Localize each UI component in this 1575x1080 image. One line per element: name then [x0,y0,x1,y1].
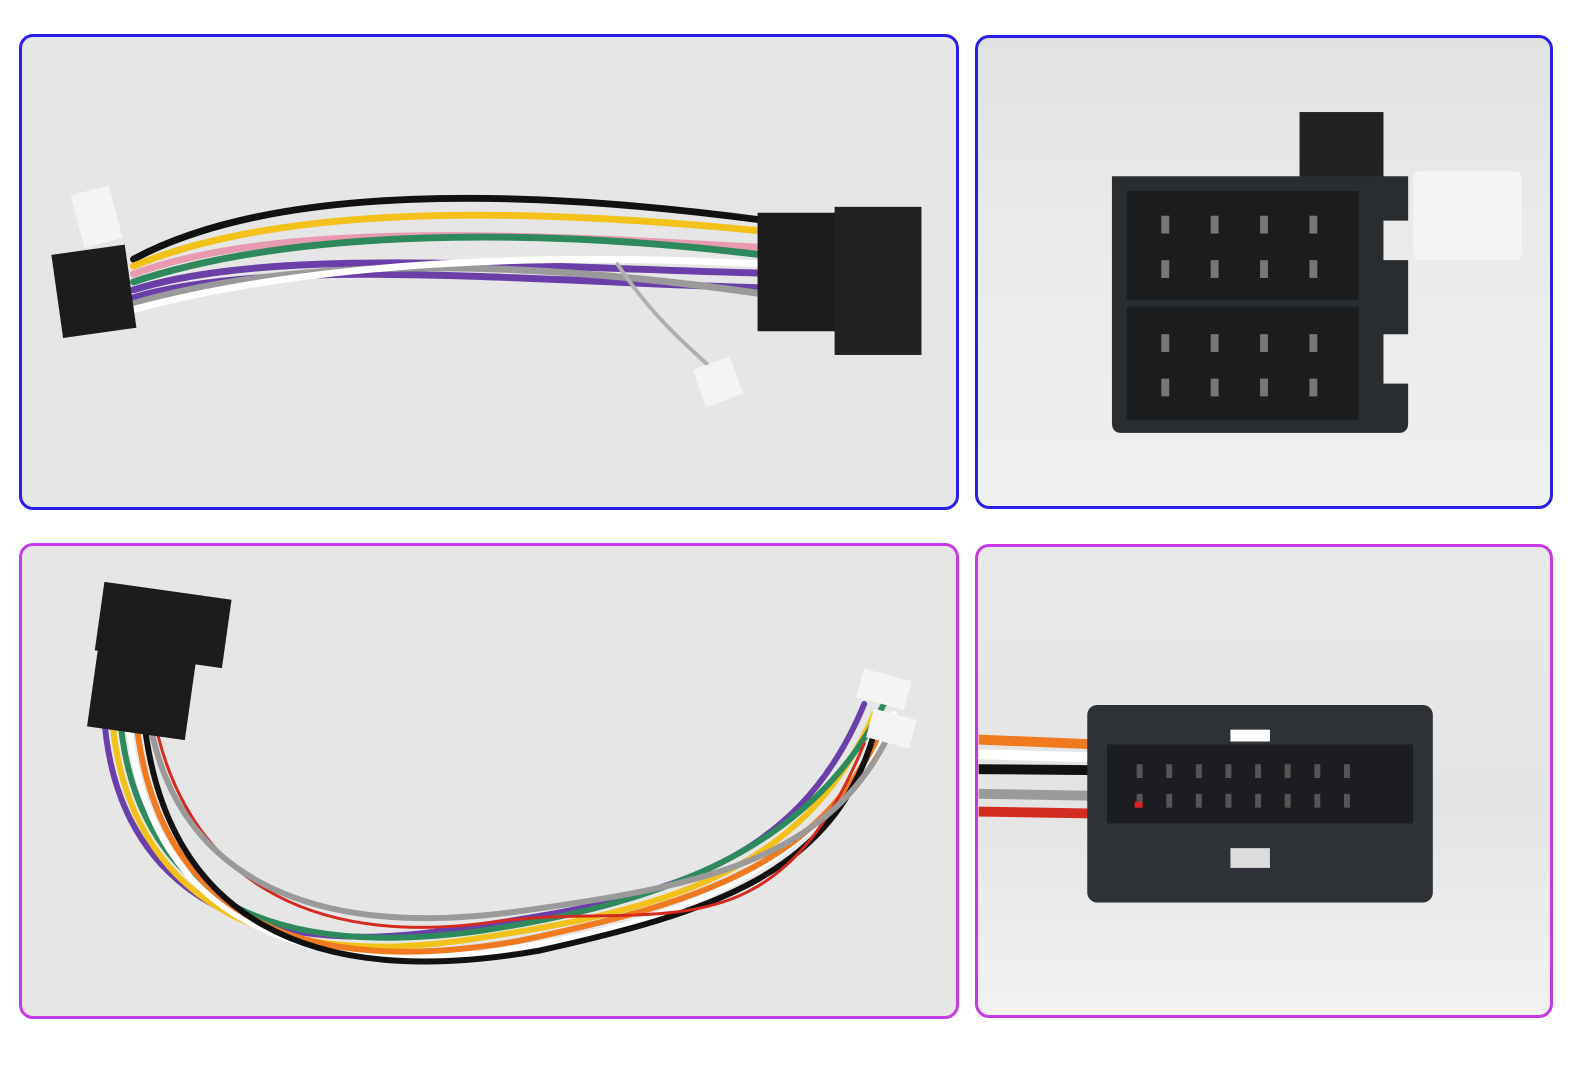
iso-connector-b [834,206,922,355]
harness-loop-illustration [87,581,917,965]
white-plug-2 [866,708,917,749]
white-plug-small [692,356,744,408]
white-plug [856,668,912,710]
photo-iso-connector-front-top [975,35,1553,509]
pins [1161,215,1318,397]
side-wires [978,734,1098,819]
connector-top [94,581,232,669]
connector-bottom [87,648,196,741]
connector-left [51,244,137,339]
wire-bundle [100,701,897,965]
wire-bundle [130,194,799,375]
white-plug [70,185,123,248]
white-plug [1413,171,1522,261]
iso-connector-illustration [1111,112,1522,433]
harness-iso-illustration [51,185,922,408]
photo-harness-side-view-top [19,34,959,510]
photo-harness-side-view-bottom [19,543,959,1019]
photo-radio-connector-front-bottom [975,544,1553,1018]
radio-connector-illustration [978,704,1433,903]
pins [1136,764,1350,808]
